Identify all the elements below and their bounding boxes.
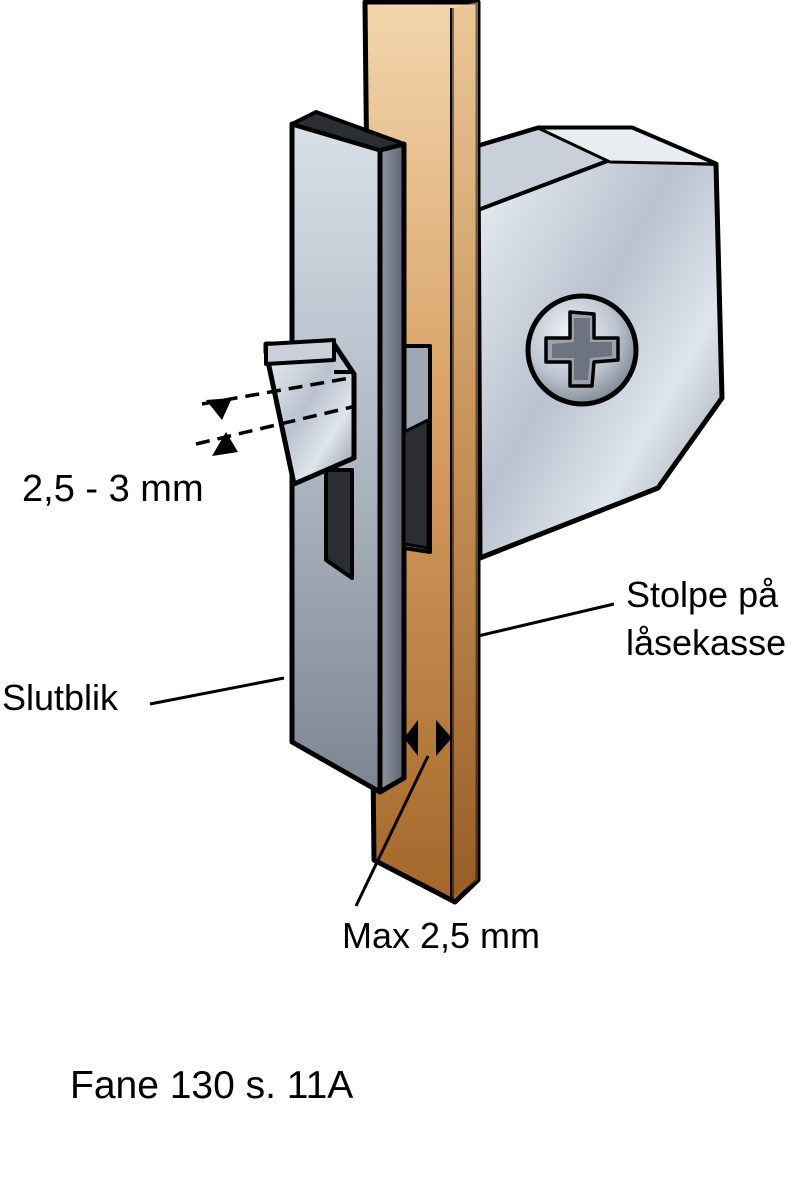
phillips-screw-icon: [525, 293, 639, 407]
arrow-down-icon: [206, 398, 232, 420]
lock-bolt: [263, 338, 357, 487]
gap-dimension-label: 2,5 - 3 mm: [22, 468, 204, 510]
max-gap-marker: [354, 720, 452, 907]
strike-plate-label: Slutblik: [2, 677, 119, 718]
post-label-line2: låsekasse: [626, 622, 786, 663]
max-gap-label: Max 2,5 mm: [342, 915, 540, 956]
gap-dimension-marker: [195, 376, 357, 456]
reference-caption: Fane 130 s. 11A: [70, 1064, 353, 1107]
post-leader-line: [477, 602, 615, 638]
arrow-up-icon: [212, 432, 238, 456]
lock-case: [475, 125, 725, 561]
arrow-right-icon: [436, 720, 452, 756]
strike-plate-leader-line: [149, 676, 285, 706]
arrow-left-icon: [404, 720, 418, 756]
post-label-line1: Stolpe på: [626, 574, 779, 615]
